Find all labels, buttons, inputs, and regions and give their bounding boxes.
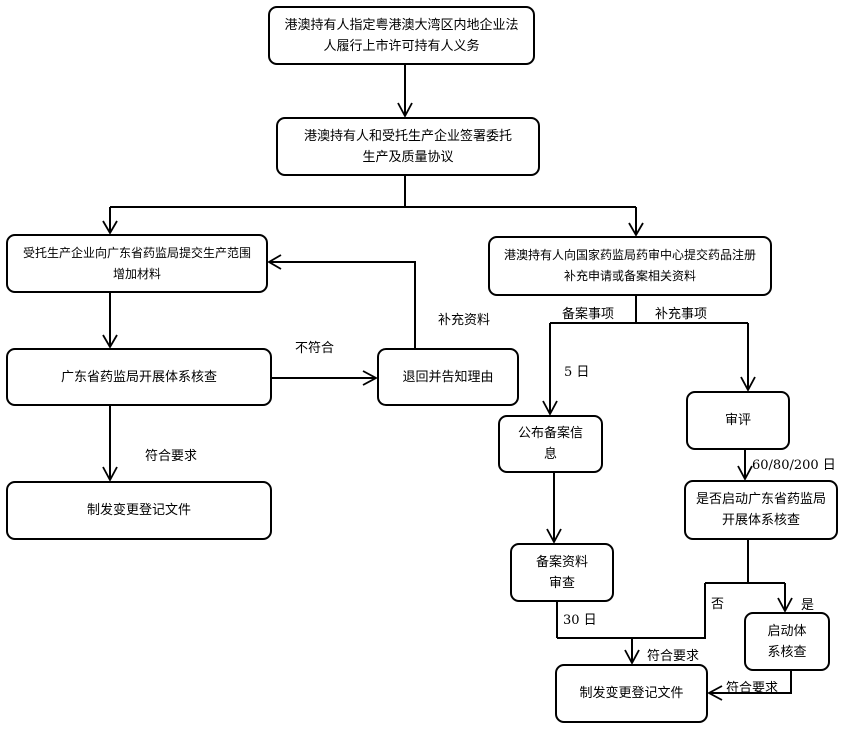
node-review: 审评 <box>686 391 790 450</box>
node-agreement: 港澳持有人和受托生产企业签署委托生产及质量协议 <box>276 117 540 176</box>
label-supplement-items: 补充事项 <box>655 307 708 322</box>
node-issue-left: 制发变更登记文件 <box>6 481 272 540</box>
node-decide-inspection: 是否启动广东省药监局开展体系核查 <box>684 480 838 540</box>
label-review-days: 60/80/200 日 <box>752 458 836 473</box>
node-publish-filing: 公布备案信息 <box>498 415 603 473</box>
node-filing-review: 备案资料审查 <box>510 543 614 602</box>
label-thirty-days: 30 日 <box>563 613 597 628</box>
label-five-days: 5 日 <box>564 365 590 380</box>
arrow-lines <box>109 65 792 694</box>
label-supplement-materials: 补充资料 <box>438 313 491 328</box>
node-gd-inspection: 广东省药监局开展体系核查 <box>6 348 272 406</box>
label-no: 否 <box>711 597 725 612</box>
node-submit-scope: 受托生产企业向广东省药监局提交生产范围增加材料 <box>6 234 268 293</box>
label-filing-items: 备案事项 <box>562 307 615 322</box>
node-return-reason: 退回并告知理由 <box>377 348 519 406</box>
label-compliant-right: 符合要求 <box>726 681 779 696</box>
arrowheads <box>102 102 793 701</box>
label-compliant-left: 符合要求 <box>145 449 198 464</box>
node-issue-right: 制发变更登记文件 <box>555 664 708 723</box>
node-submit-nmpa: 港澳持有人向国家药监局药审中心提交药品注册补充申请或备案相关资料 <box>488 236 772 296</box>
label-compliant-bottom: 符合要求 <box>647 649 700 664</box>
node-designate: 港澳持有人指定粤港澳大湾区内地企业法人履行上市许可持有人义务 <box>268 6 535 65</box>
label-yes: 是 <box>801 598 815 613</box>
node-start-inspection: 启动体系核查 <box>744 612 830 671</box>
label-not-compliant: 不符合 <box>295 341 335 356</box>
